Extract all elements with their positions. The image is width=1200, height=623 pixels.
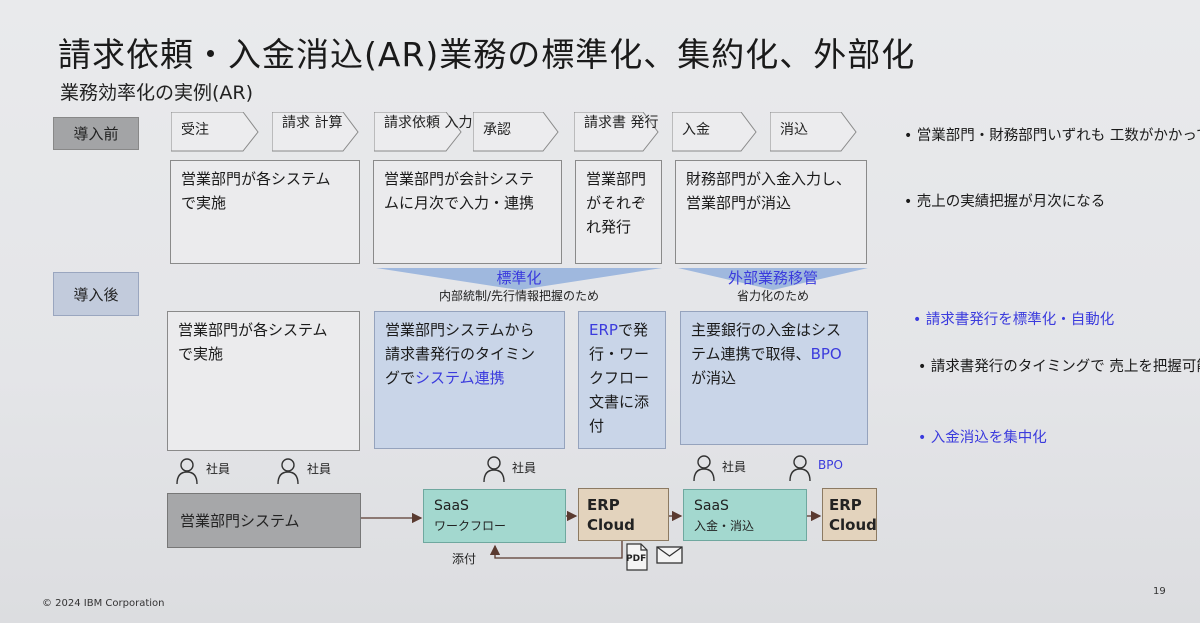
mail-icon [656, 546, 683, 564]
before-box-payment: 財務部門が入金入力し、 営業部門が消込 [675, 160, 867, 264]
step-label: 受注 [181, 122, 209, 138]
person-icon [483, 456, 505, 483]
attach-label: 添付 [452, 552, 477, 566]
highlight-text: システム連携 [415, 369, 505, 387]
note-text: 請求書発行を標準化・自動化 [925, 312, 1115, 328]
after-box-text: が消込 [691, 369, 737, 387]
saas-workflow-box: SaaS ワークフロー [423, 489, 566, 543]
step-label: 承認 [483, 122, 511, 138]
step-chevron: 請求依頼 入力 [374, 112, 472, 152]
step-label: 請求 計算 [282, 115, 343, 131]
actor-label: 社員 [307, 462, 332, 476]
banner-subtitle: 省力化のため [736, 289, 809, 303]
note-item: • 営業部門・財務部門いずれも 工数がかかっている [904, 125, 1200, 147]
after-box-text: 主要銀行の入金はシス テム連携で取得、 [691, 321, 842, 363]
banner-outsourcing: 外部業務移管 省力化のため [678, 268, 868, 306]
note-text: 売上の実績把握が月次になる [916, 194, 1106, 210]
before-box-invoice: 営業部門 がそれぞ れ発行 [575, 160, 662, 264]
after-box-text: で発 行・ワー クフロー 文書に添 付 [589, 321, 650, 435]
slide-subtitle: 業務効率化の実例(AR) [60, 82, 254, 104]
step-chevron: 請求 計算 [272, 112, 359, 152]
step-label: 請求依頼 入力 [384, 115, 473, 131]
actor-label: 社員 [722, 460, 747, 474]
banner-subtitle: 内部統制/先行情報把握のため [438, 289, 600, 303]
after-box-integration: 営業部門システムから 請求書発行のタイミン グでシステム連携 [374, 311, 565, 449]
saas-payment-box: SaaS 入金・消込 [683, 489, 807, 541]
highlight-text: ERP [589, 321, 618, 339]
banner-title: 標準化 [496, 269, 542, 287]
person-icon [176, 458, 198, 485]
saas-subtitle: 入金・消込 [694, 519, 755, 533]
step-label: 請求書 発行 [584, 115, 659, 131]
step-chevron: 消込 [770, 112, 857, 152]
banner-title: 外部業務移管 [727, 269, 818, 287]
note-text: 営業部門・財務部門いずれも 工数がかかっている [916, 128, 1200, 144]
after-box-text: 営業部門システムから 請求書発行のタイミン グで [385, 321, 536, 387]
saas-title: SaaS [694, 498, 729, 514]
after-box-order: 営業部門が各システム で実施 [167, 311, 360, 451]
person-icon [789, 455, 811, 482]
note-text: 請求書発行のタイミングで 売上を把握可能 [930, 359, 1200, 375]
before-box-order: 営業部門が各システム で実施 [170, 160, 360, 264]
step-chevron: 受注 [171, 112, 259, 152]
note-item: • 売上の実績把握が月次になる [904, 194, 1106, 210]
note-item-highlight: • 入金消込を集中化 [918, 430, 1047, 446]
person-icon [693, 455, 715, 482]
erp-cloud-box: ERP Cloud [822, 488, 877, 541]
after-box-erp: ERPで発 行・ワー クフロー 文書に添 付 [578, 311, 666, 449]
sales-system-box: 営業部門システム [167, 493, 361, 548]
pdf-label: PDF [626, 554, 647, 564]
step-label: 入金 [682, 122, 710, 138]
note-item-highlight: • 請求書発行を標準化・自動化 [913, 312, 1115, 328]
row-label-after: 導入後 [53, 272, 139, 316]
banner-standardization: 標準化 内部統制/先行情報把握のため [376, 268, 662, 306]
step-chevron: 請求書 発行 [574, 112, 659, 152]
after-box-bpo: 主要銀行の入金はシス テム連携で取得、BPO が消込 [680, 311, 868, 445]
highlight-text: BPO [810, 345, 842, 363]
actor-label: BPO [818, 458, 843, 472]
footer-copyright: © 2024 IBM Corporation [42, 598, 165, 609]
step-chevron: 承認 [473, 112, 559, 152]
pdf-icon: PDF [624, 543, 650, 571]
person-icon [277, 458, 299, 485]
saas-title: SaaS [434, 498, 469, 514]
actor-label: 社員 [512, 461, 537, 475]
erp-cloud-box: ERP Cloud [578, 488, 669, 541]
note-item: • 請求書発行のタイミングで 売上を把握可能 [918, 356, 1200, 378]
step-label: 消込 [780, 122, 808, 138]
row-label-before: 導入前 [53, 117, 139, 150]
note-text: 入金消込を集中化 [930, 430, 1047, 446]
step-chevron: 入金 [672, 112, 757, 152]
slide-title: 請求依頼・入金消込(AR)業務の標準化、集約化、外部化 [58, 35, 916, 74]
page-number: 19 [1153, 586, 1166, 597]
saas-subtitle: ワークフロー [434, 519, 507, 533]
actor-label: 社員 [206, 462, 231, 476]
before-box-input: 営業部門が会計システ ムに月次で入力・連携 [373, 160, 562, 264]
